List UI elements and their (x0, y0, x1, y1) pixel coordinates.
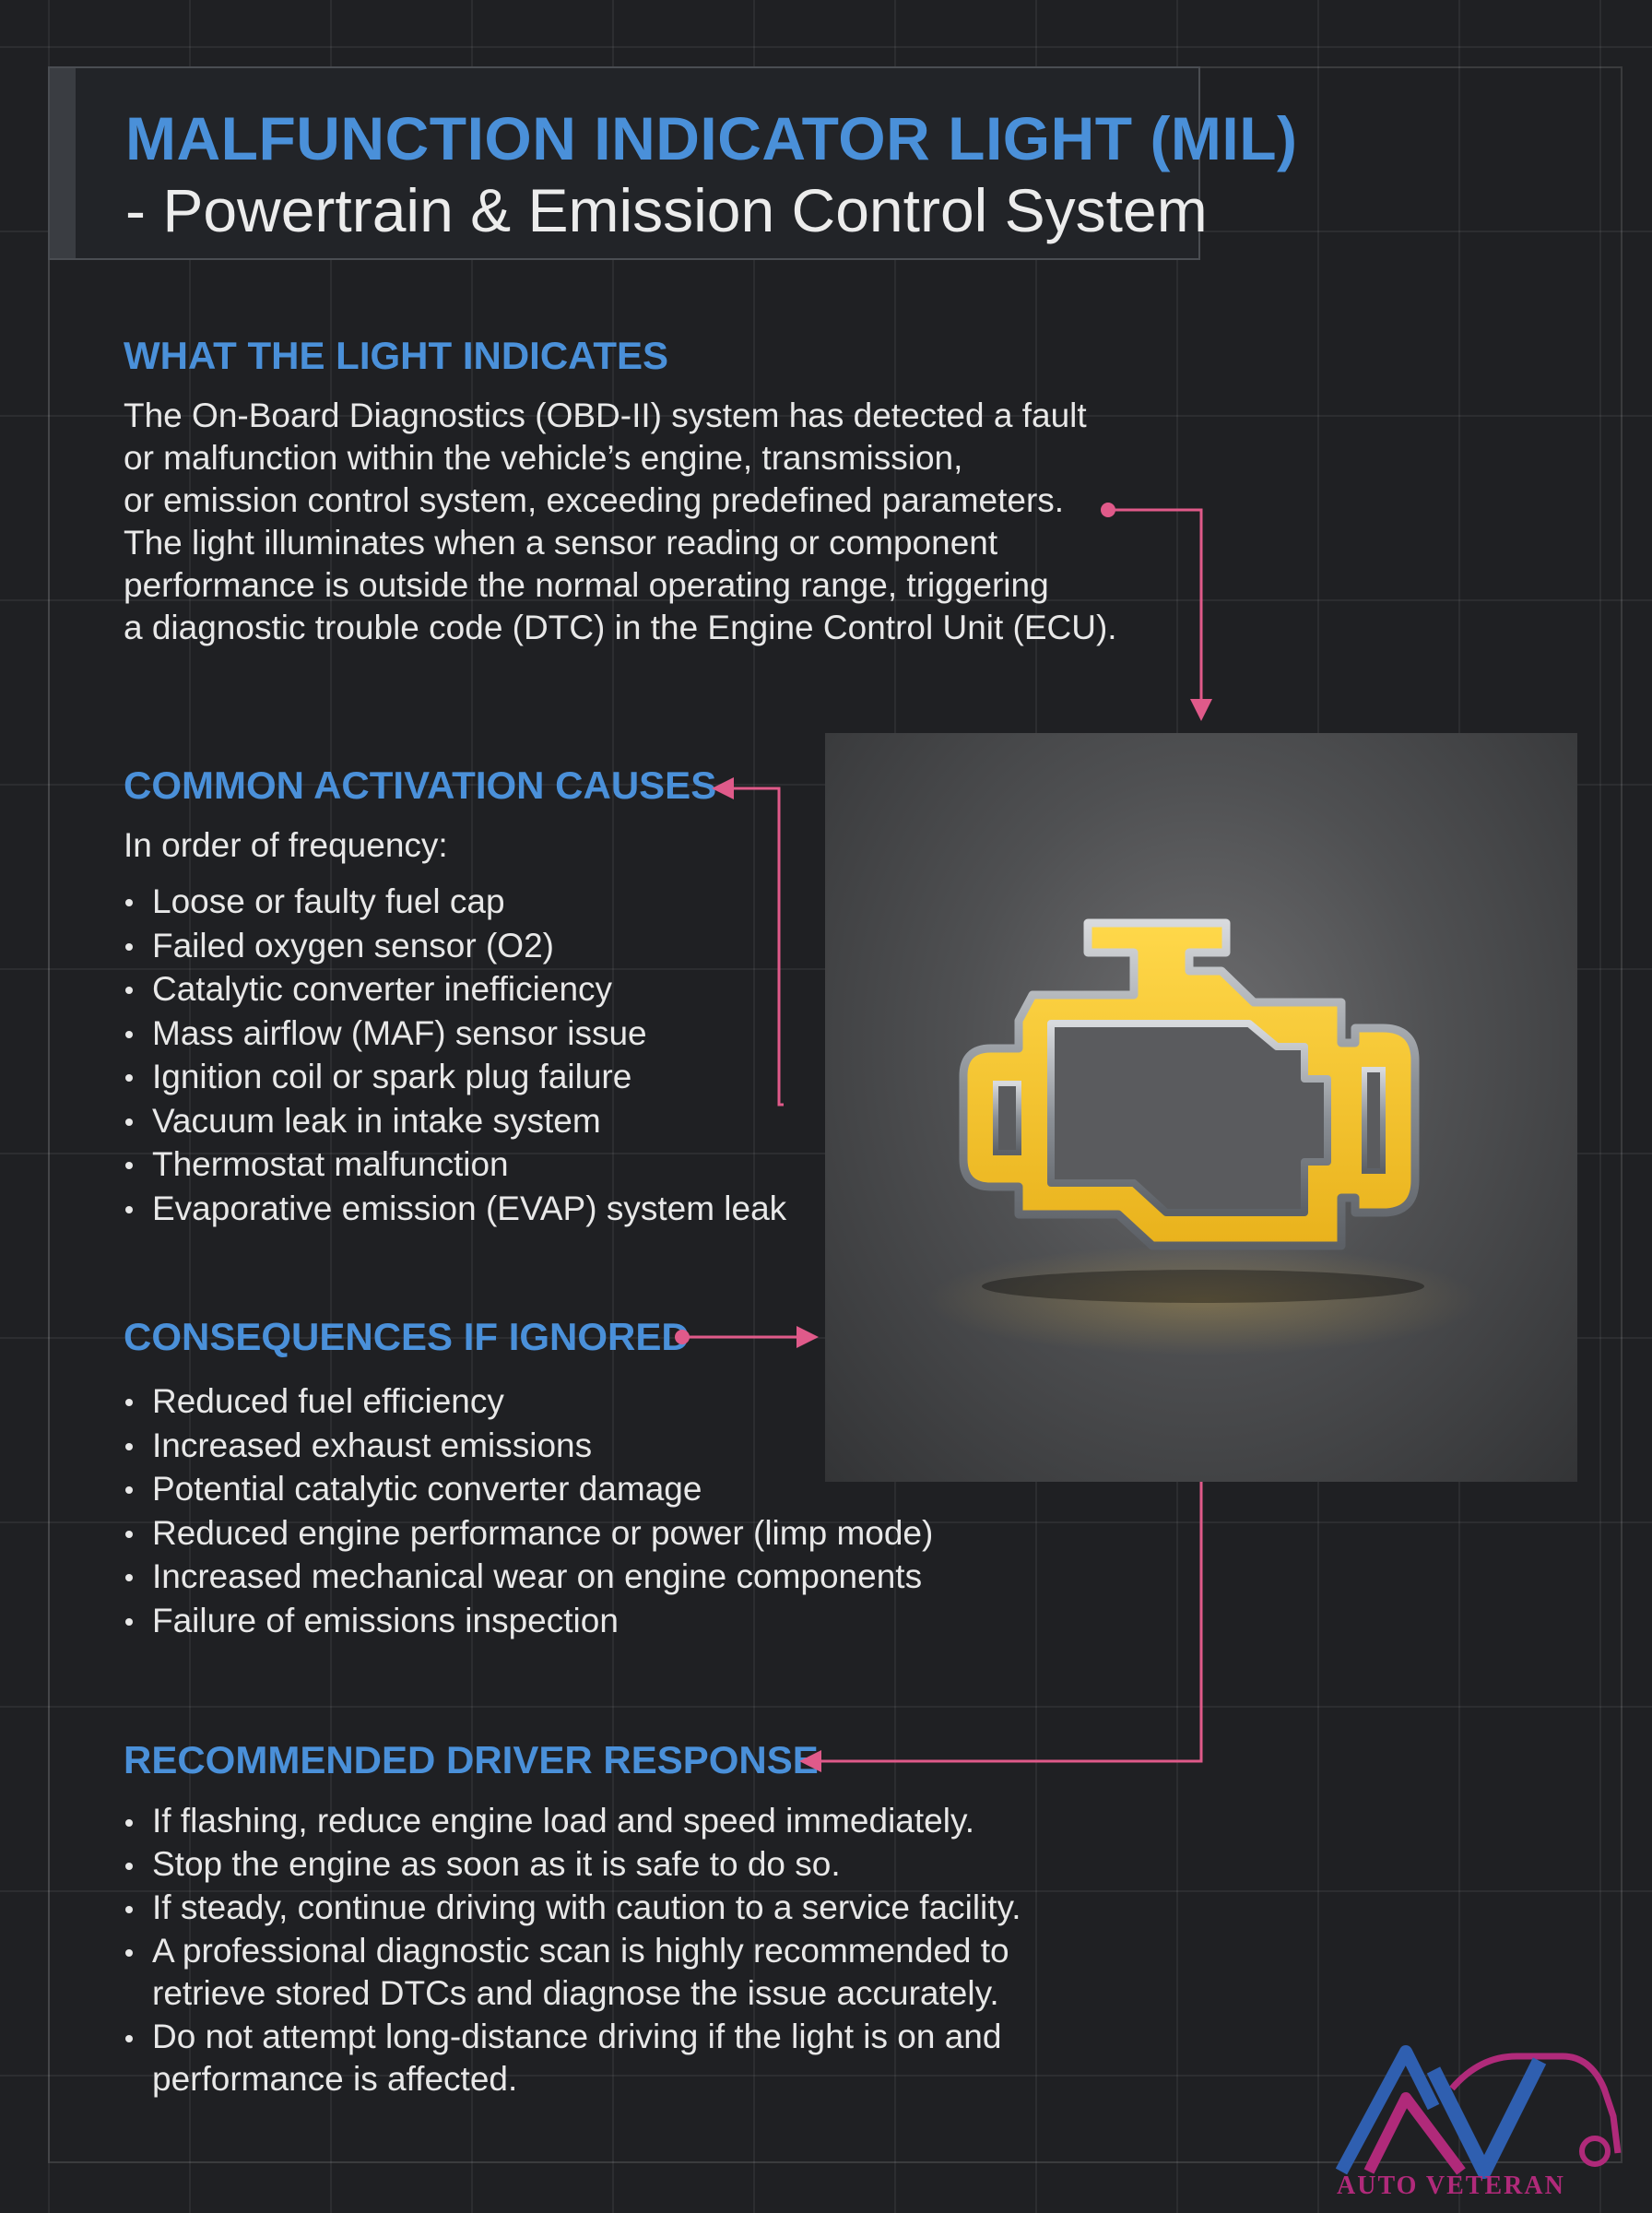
list-item: Evaporative emission (EVAP) system leak (124, 1187, 786, 1231)
floor-glow (926, 1245, 1480, 1355)
title-accent-bar (50, 68, 76, 258)
auto-veteran-logo (1335, 2045, 1622, 2179)
section-heading-response: RECOMMENDED DRIVER RESPONSE (124, 1738, 819, 1781)
list-item: Stop the engine as soon as it is safe to… (124, 1843, 1021, 1886)
paragraph-line: performance is outside the normal operat… (124, 566, 1049, 604)
engine-inner-cutout (1047, 1020, 1331, 1216)
list-item: Increased mechanical wear on engine comp… (124, 1555, 933, 1599)
list-item: If steady, continue driving with caution… (124, 1887, 1021, 1929)
list-item: Thermostat malfunction (124, 1142, 786, 1187)
list-item-line: If flashing, reduce engine load and spee… (152, 1802, 974, 1840)
logo-letter-a (1335, 2045, 1440, 2175)
paragraph-line: a diagnostic trouble code (DTC) in the E… (124, 609, 1117, 646)
logo-letter-a-inner (1363, 2092, 1466, 2175)
list-item: Mass airflow (MAF) sensor issue (124, 1012, 786, 1056)
list-item-line: retrieve stored DTCs and diagnose the is… (152, 1974, 999, 2012)
list-item: Catalytic converter inefficiency (124, 967, 786, 1012)
list-item: If flashing, reduce engine load and spee… (124, 1800, 1021, 1842)
causes-list: Loose or faulty fuel cap Failed oxygen s… (124, 880, 786, 1230)
list-item: Failure of emissions inspection (124, 1599, 933, 1643)
list-item-line: Do not attempt long-distance driving if … (152, 2018, 1002, 2055)
wheel-icon (1579, 2136, 1611, 2167)
title-box: MALFUNCTION INDICATOR LIGHT (MIL) - Powe… (48, 66, 1297, 260)
consequences-list: Reduced fuel efficiency Increased exhaus… (124, 1379, 933, 1642)
paragraph-line: or emission control system, exceeding pr… (124, 481, 1065, 519)
logo-letter-v (1426, 2057, 1547, 2179)
response-list: If flashing, reduce engine load and spee… (124, 1800, 1021, 2101)
list-item: Loose or faulty fuel cap (124, 880, 786, 924)
page-subtitle: - Powertrain & Emission Control System (125, 176, 1208, 244)
paragraph-line: The On-Board Diagnostics (OBD-II) system… (124, 396, 1087, 434)
paragraph-line: or malfunction within the vehicle’s engi… (124, 439, 963, 477)
list-item: Reduced engine performance or power (lim… (124, 1511, 933, 1556)
list-item: Reduced fuel efficiency (124, 1379, 933, 1424)
logo-text: AUTO VETERAN (1337, 2172, 1565, 2200)
list-item: Do not attempt long-distance driving if … (124, 2016, 1021, 2101)
list-item: Ignition coil or spark plug failure (124, 1055, 786, 1099)
list-item-line: A professional diagnostic scan is highly… (152, 1932, 1009, 1970)
paragraph-line: The light illuminates when a sensor read… (124, 524, 998, 562)
list-item: Failed oxygen sensor (O2) (124, 924, 786, 968)
engine-right-slot (1362, 1067, 1386, 1174)
list-item: A professional diagnostic scan is highly… (124, 1930, 1021, 2015)
engine-left-slot (993, 1081, 1021, 1155)
car-outline-icon (1449, 2053, 1622, 2154)
list-item-line: Stop the engine as soon as it is safe to… (152, 1845, 841, 1883)
section-heading-indicates: WHAT THE LIGHT INDICATES (124, 334, 669, 377)
check-engine-icon (926, 918, 1480, 1355)
list-item: Potential catalytic converter damage (124, 1467, 933, 1511)
list-item-line: performance is affected. (152, 2060, 518, 2098)
causes-subheading: In order of frequency: (124, 826, 448, 864)
section-paragraph-indicates: The On-Board Diagnostics (OBD-II) system… (124, 395, 1138, 649)
page-title: MALFUNCTION INDICATOR LIGHT (MIL) (125, 104, 1298, 172)
check-engine-image (825, 733, 1577, 1482)
list-item: Increased exhaust emissions (124, 1424, 933, 1468)
icon-shadow (982, 1270, 1424, 1303)
section-heading-consequences: CONSEQUENCES IF IGNORED (124, 1315, 690, 1358)
section-heading-causes: COMMON ACTIVATION CAUSES (124, 763, 717, 807)
list-item: Vacuum leak in intake system (124, 1099, 786, 1143)
list-item-line: If steady, continue driving with caution… (152, 1888, 1021, 1926)
